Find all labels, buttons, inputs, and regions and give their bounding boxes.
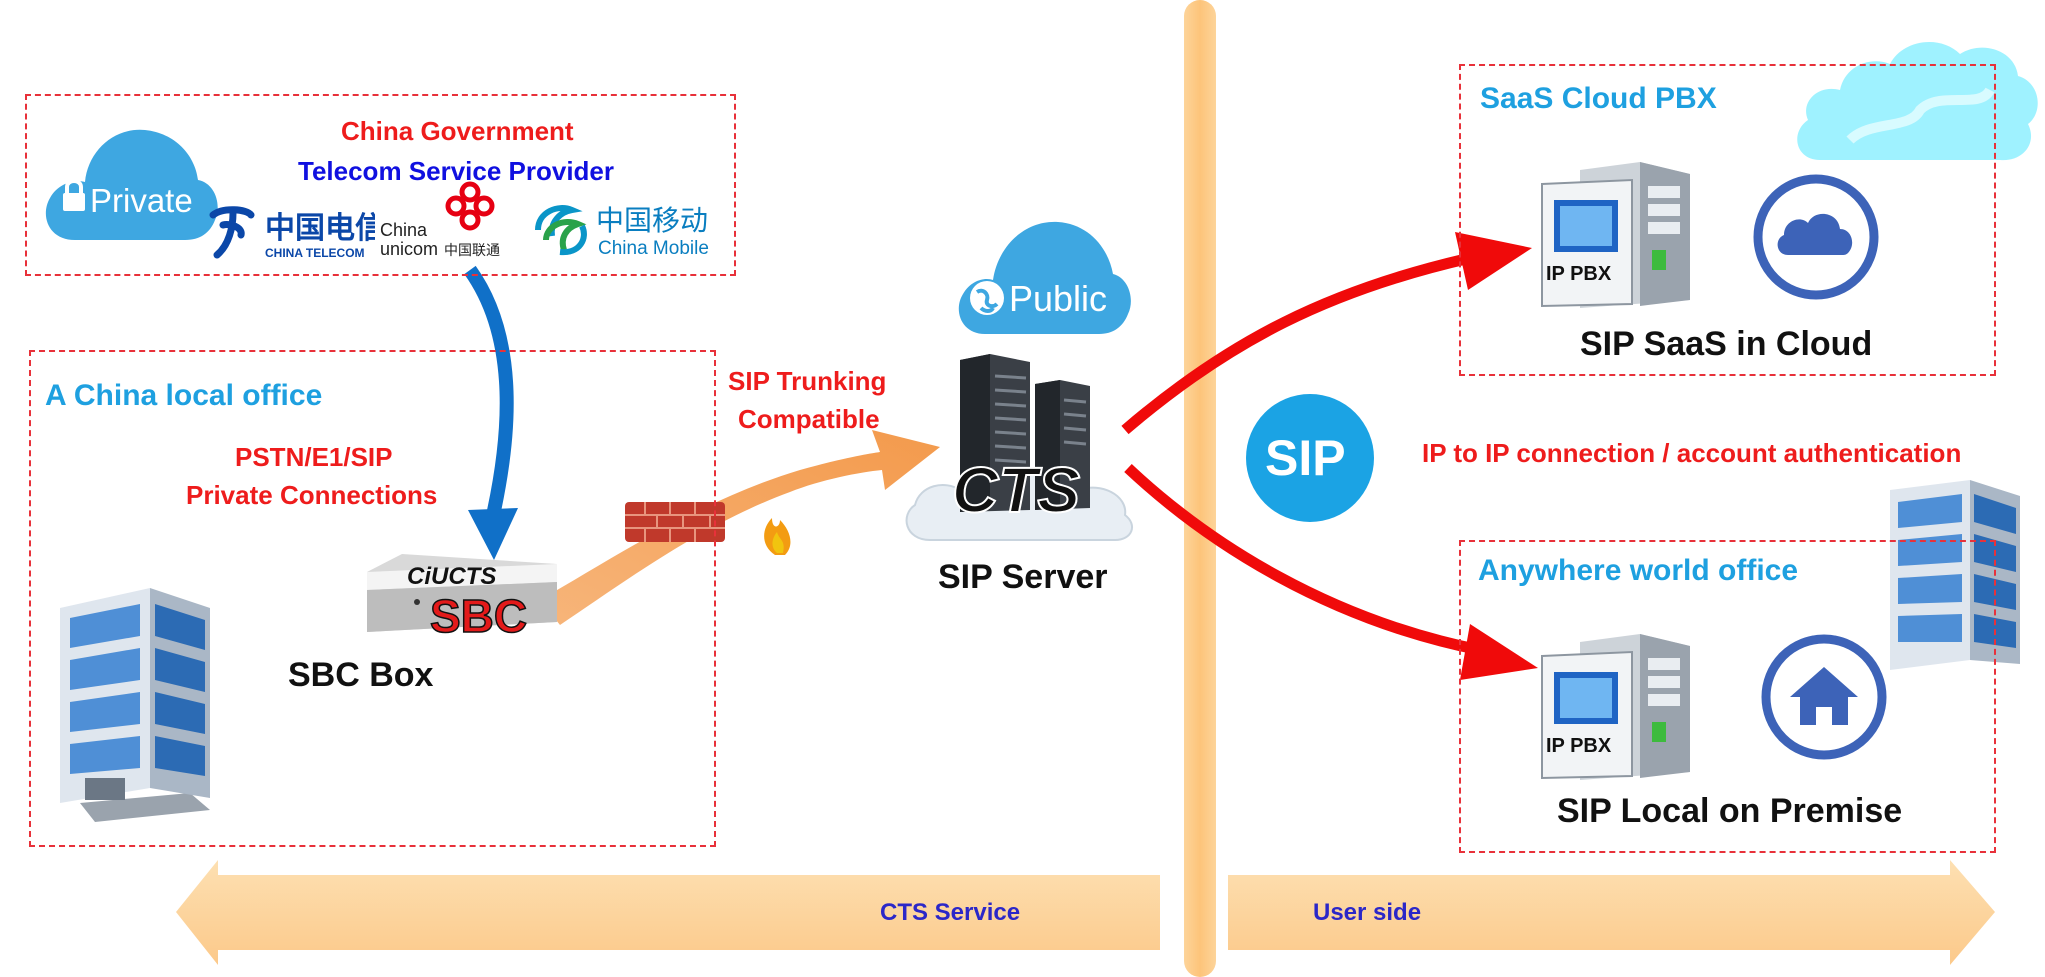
user-side-arrow [1228, 860, 1995, 965]
china-telecom-en: CHINA TELECOM [265, 246, 365, 260]
unicom-en2: unicom [380, 239, 438, 259]
local-office-title: A China local office [45, 379, 323, 412]
sbc-brand-text: CiUCTS [407, 563, 496, 590]
private-cloud-icon: Private [45, 129, 218, 240]
cts-service-label: CTS Service [880, 899, 1021, 926]
local-office-box [29, 350, 716, 847]
sbc-box-device: CiUCTS SBC [367, 554, 557, 643]
unicom-cn: 中国联通 [444, 242, 500, 258]
sip-trunking-line2: Compatible [738, 404, 880, 434]
premise-title: Anywhere world office [1478, 554, 1799, 587]
china-telecom-logo: 中国电信 CHINA TELECOM [209, 206, 375, 260]
public-cloud-icon: Public [958, 221, 1131, 334]
saas-cloud-decoration [1797, 41, 2038, 161]
premise-caption: SIP Local on Premise [1557, 792, 1903, 830]
premise-ip-pbx-icon: IP PBX [1541, 634, 1690, 780]
connection-line1: PSTN/E1/SIP [235, 442, 393, 472]
saas-title: SaaS Cloud PBX [1480, 82, 1717, 115]
center-divider [1184, 0, 1216, 977]
public-cloud-label: Public [1009, 278, 1107, 319]
firewall-icon [625, 502, 791, 555]
sbc-device-text: SBC [430, 590, 527, 642]
office-building-icon [60, 588, 210, 822]
sbc-box-label: SBC Box [288, 656, 434, 694]
china-mobile-cn: 中国移动 [596, 205, 708, 236]
saas-caption: SIP SaaS in Cloud [1580, 325, 1873, 363]
server-to-saas-arrow [1121, 252, 1472, 435]
saas-ip-pbx-icon: IP PBX [1541, 162, 1690, 308]
sip-trunking-line1: SIP Trunking [728, 366, 887, 396]
saas-pbx-label: IP PBX [1546, 263, 1612, 285]
china-mobile-en: China Mobile [598, 238, 709, 259]
carrier-line2: Telecom Service Provider [298, 156, 615, 186]
china-unicom-logo: China unicom 中国联通 [380, 181, 500, 259]
carrier-line1: China Government [341, 116, 574, 146]
china-mobile-logo: 中国移动 China Mobile [535, 205, 709, 259]
server-brand-text: CTS [952, 454, 1080, 526]
private-cloud-label: Private [90, 182, 193, 219]
carrier-to-sbc-arrow [464, 265, 514, 522]
server-to-premise-arrow [1124, 463, 1482, 656]
unicom-en1: China [380, 220, 428, 240]
sbc-to-server-arrow [540, 430, 940, 625]
carrier-box [25, 94, 736, 276]
ip-auth-text: IP to IP connection / account authentica… [1422, 438, 1962, 468]
user-side-label: User side [1313, 899, 1422, 926]
cloud-badge-icon [1753, 174, 1879, 300]
cts-service-arrow [176, 860, 1160, 965]
sip-badge-icon: SIP [1246, 394, 1374, 522]
premise-pbx-label: IP PBX [1546, 735, 1612, 757]
sip-server-icon: CTS [905, 354, 1134, 541]
home-badge-icon [1761, 634, 1887, 760]
saas-box [1459, 64, 1996, 376]
sip-badge-label: SIP [1265, 430, 1346, 486]
premise-box [1459, 540, 1996, 853]
sip-server-label: SIP Server [938, 558, 1108, 596]
china-telecom-cn: 中国电信 [265, 212, 375, 245]
connection-line2: Private Connections [186, 480, 438, 510]
